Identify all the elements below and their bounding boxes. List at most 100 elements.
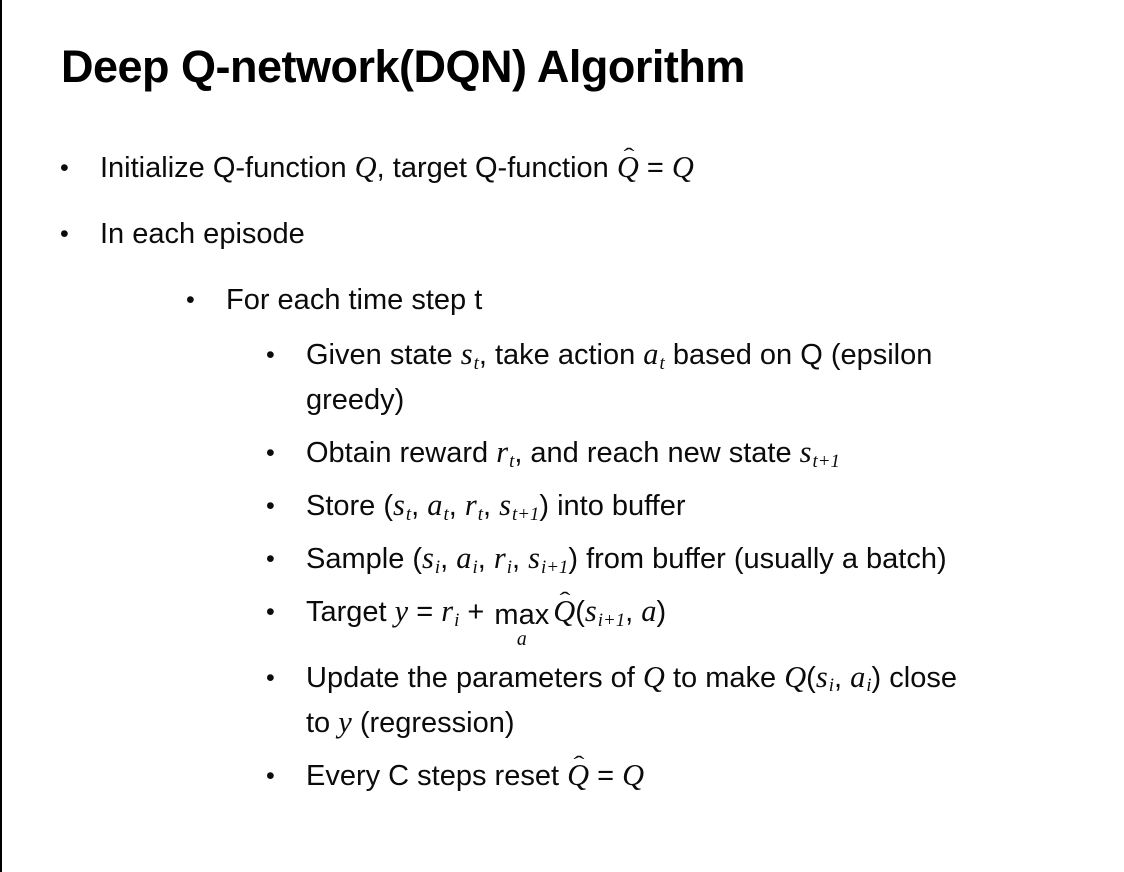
- text-run: to: [306, 706, 339, 739]
- math-subscript: t: [473, 352, 479, 374]
- math-var: si+1: [584, 594, 626, 631]
- text-run: Update the parameters of: [306, 661, 643, 694]
- math-subscript: i: [828, 675, 834, 697]
- bullet-text: Sample (si, ai, ri, si+1) from buffer (u…: [306, 537, 975, 582]
- bullet-marker: •: [266, 341, 275, 369]
- bullet-marker: •: [60, 220, 69, 248]
- bullet-item: • Initialize Q-function Q, target Q-funct…: [60, 143, 1124, 191]
- math-subscript: i: [866, 675, 872, 697]
- math-var: rt: [496, 435, 515, 472]
- text-run: ): [656, 596, 667, 628]
- bullet-marker: •: [266, 545, 275, 573]
- math-subscript: i: [434, 556, 441, 578]
- text-run: , target Q-function: [376, 152, 617, 184]
- text-run: ,: [482, 490, 500, 522]
- text-run: ) into buffer: [539, 490, 686, 522]
- bullet-item: • Sample (si, ai, ri, si+1) from buffer (…: [266, 537, 1124, 582]
- text-run: For each time step t: [226, 284, 483, 316]
- max-operator-under: a: [516, 627, 527, 650]
- bullet-item: •Given state st, take action at based on…: [266, 333, 1124, 423]
- math-var: si+1: [528, 541, 569, 578]
- math-var: Q: [642, 659, 665, 694]
- math-subscript: t+1: [812, 450, 840, 472]
- math-var: st+1: [499, 488, 540, 525]
- bullet-item: • Obtain reward rt, and reach new state s…: [266, 431, 1124, 476]
- bullet-text: Given state st, take action at based on …: [306, 333, 960, 423]
- text-run: ,: [477, 543, 494, 575]
- math-var: st: [460, 337, 479, 374]
- math-subscript: t: [443, 503, 449, 525]
- math-subscript: i: [454, 609, 460, 631]
- bullet-item: • For each time step t: [186, 278, 1124, 323]
- hat-accent-icon: ˆ: [623, 143, 635, 169]
- bullet-marker: •: [266, 492, 275, 520]
- math-var: Q: [622, 757, 645, 792]
- bullet-text: Obtain reward rt, and reach new state st…: [306, 431, 868, 476]
- text-run: ) from buffer (usually a batch): [568, 543, 947, 575]
- bullet-item: • In each episode: [60, 212, 1124, 257]
- math-subscript: t+1: [511, 503, 540, 525]
- math-var: a: [641, 594, 657, 628]
- bullet-marker: •: [266, 598, 275, 626]
- bullet-text: Initialize Q-function Q, target Q-functi…: [100, 143, 722, 191]
- text-run: to make: [664, 661, 785, 694]
- text-run: =: [589, 759, 623, 792]
- math-var: at: [643, 337, 665, 374]
- math-subscript: t: [405, 503, 412, 525]
- math-var: Q: [671, 150, 694, 184]
- text-run: Obtain reward: [306, 437, 497, 469]
- text-run: Every C steps reset: [306, 759, 568, 792]
- bullet-text: For each time step t: [226, 278, 510, 323]
- math-subscript: i+1: [597, 609, 626, 631]
- text-run: based on Q (epsilon: [664, 339, 933, 371]
- math-var: ai: [456, 541, 478, 578]
- text-run: ,: [440, 543, 457, 575]
- text-run: ,: [511, 543, 529, 575]
- text-run: (: [806, 661, 816, 694]
- text-run: Given state: [306, 339, 461, 371]
- text-run: =: [408, 596, 442, 628]
- hat-accent-icon: ˆ: [573, 750, 585, 776]
- text-run: , and reach new state: [514, 437, 800, 469]
- math-var: ai: [850, 659, 872, 697]
- math-subscript: i: [472, 556, 478, 578]
- math-var: st: [393, 488, 412, 525]
- math-var: at: [427, 488, 449, 525]
- bullet-marker: •: [266, 439, 275, 467]
- hat-accent-icon: ˆ: [559, 587, 571, 613]
- bullet-marker: •: [266, 761, 275, 790]
- math-var: si: [815, 659, 834, 697]
- math-var: ri: [441, 594, 460, 631]
- math-var: ri: [493, 541, 512, 578]
- math-subscript: t: [659, 352, 665, 374]
- bullet-text: Store (st, at, rt, st+1) into buffer: [306, 484, 714, 529]
- bullet-item: • Store (st, at, rt, st+1) into buffer: [266, 484, 1124, 529]
- math-subscript: i+1: [540, 556, 569, 578]
- bullet-marker: •: [186, 286, 195, 314]
- bullet-item: •Update the parameters of Q to make Q(si…: [266, 656, 1124, 746]
- text-run: ) close: [871, 661, 957, 694]
- math-var: Q: [784, 659, 807, 694]
- text-run: +: [459, 596, 493, 628]
- slide-title: Deep Q-network(DQN) Algorithm: [61, 41, 745, 92]
- max-operator-name: max: [494, 599, 550, 632]
- text-run: (: [575, 596, 585, 628]
- text-run: greedy): [306, 384, 405, 416]
- text-run: ,: [448, 490, 465, 522]
- text-run: Target: [306, 596, 395, 628]
- slide-left-border: [0, 0, 2, 872]
- text-run: ,: [625, 596, 642, 628]
- bullet-marker: •: [60, 154, 69, 182]
- bullet-marker: •: [266, 663, 275, 692]
- text-run: ,: [833, 661, 851, 694]
- bullet-text: In each episode: [100, 212, 333, 257]
